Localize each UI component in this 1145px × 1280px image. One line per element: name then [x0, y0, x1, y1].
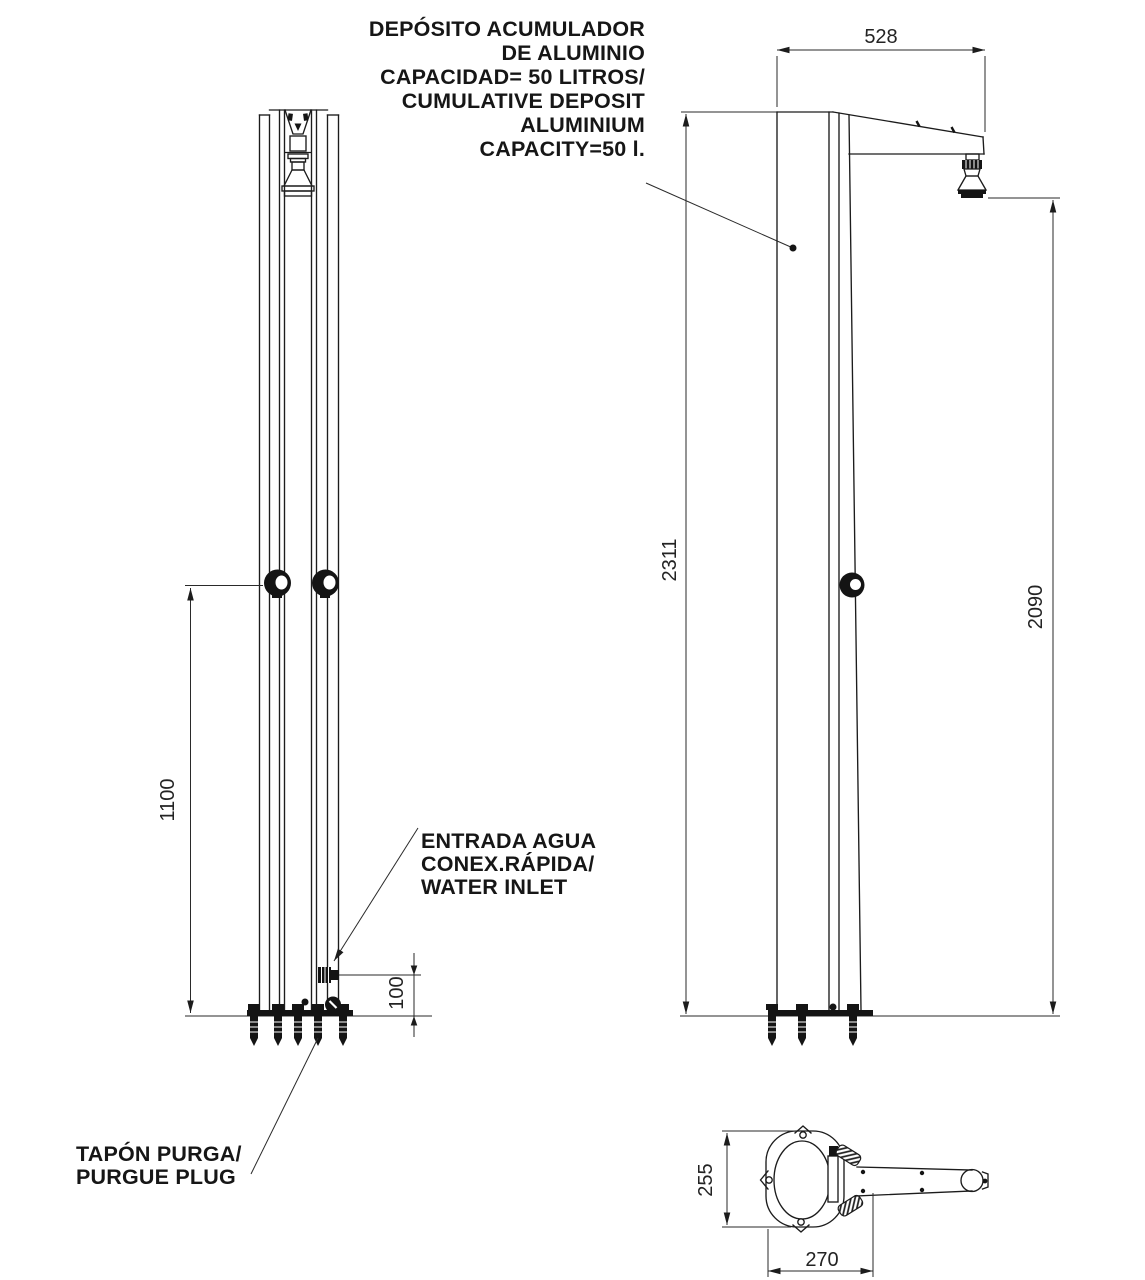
valve-knob-side [839, 572, 865, 598]
front-view: 1100 100 [157, 109, 432, 1047]
inlet-note-line-2: CONEX.RÁPIDA/ [421, 851, 594, 876]
dim-label-2311: 2311 [659, 538, 681, 581]
shower-head-side [956, 153, 988, 198]
base-front [185, 967, 432, 1047]
valve-knob-right [312, 569, 339, 598]
top-arm [854, 1166, 989, 1197]
tank-note-line-6: CAPACITY=50 l. [480, 137, 646, 161]
top-valve-knob-2 [837, 1194, 864, 1217]
inlet-note-line-1: ENTRADA AGUA [421, 829, 596, 853]
shower-head-front [281, 109, 315, 197]
dimension-arm-reach: 528 [776, 26, 986, 132]
inlet-note-line-3: WATER INLET [421, 875, 567, 899]
tank-note-line-1: DEPÓSITO ACUMULADOR [369, 16, 645, 41]
water-inlet-annotation: ENTRADA AGUA CONEX.RÁPIDA/ WATER INLET [421, 829, 596, 899]
dimension-overall-height: 2311 [659, 111, 777, 1014]
dim-label-255: 255 [695, 1163, 717, 1196]
tank-note-line-3: CAPACIDAD= 50 LITROS/ [380, 65, 645, 89]
tank-note-line-4: CUMULATIVE DEPOSIT [402, 89, 645, 113]
dimension-valve-height: 1100 [157, 585, 263, 1013]
tank-annotation: DEPÓSITO ACUMULADOR DE ALUMINIO CAPACIDA… [369, 16, 645, 161]
leader-lines [250, 182, 797, 1175]
water-inlet-fitting [318, 967, 339, 983]
drain-hole [301, 998, 309, 1006]
tank-leader [645, 182, 797, 252]
top-view: 255 270 [695, 1125, 989, 1277]
purge-leader [250, 1037, 319, 1175]
dimension-base-depth: 255 [695, 1130, 796, 1228]
base-side [680, 1003, 1060, 1047]
top-valve-knob-1 [835, 1144, 862, 1167]
tank-note-line-2: DE ALUMINIO [501, 41, 645, 65]
valve-knob-left [264, 569, 291, 598]
purge-annotation: TAPÓN PURGA/ PURGUE PLUG [76, 1141, 242, 1189]
dim-label-528: 528 [864, 26, 897, 48]
dim-label-270: 270 [805, 1249, 838, 1271]
tank-note-line-5: ALUMINIUM [520, 113, 645, 137]
dim-label-100: 100 [386, 976, 408, 1009]
side-view: 528 2311 2090 [659, 26, 1060, 1047]
dim-label-1100: 1100 [157, 778, 179, 821]
purge-note-line-2: PURGUE PLUG [76, 1165, 236, 1189]
dimension-base-width: 270 [767, 1193, 874, 1277]
dim-label-2090: 2090 [1025, 585, 1047, 630]
dimension-head-height: 2090 [988, 197, 1060, 1014]
shower-arm-side [832, 111, 985, 155]
water-inlet-leader [333, 827, 419, 962]
purge-note-line-1: TAPÓN PURGA/ [76, 1141, 242, 1166]
dimension-inlet-height: 100 [339, 953, 421, 1037]
purge-plug [325, 996, 341, 1013]
